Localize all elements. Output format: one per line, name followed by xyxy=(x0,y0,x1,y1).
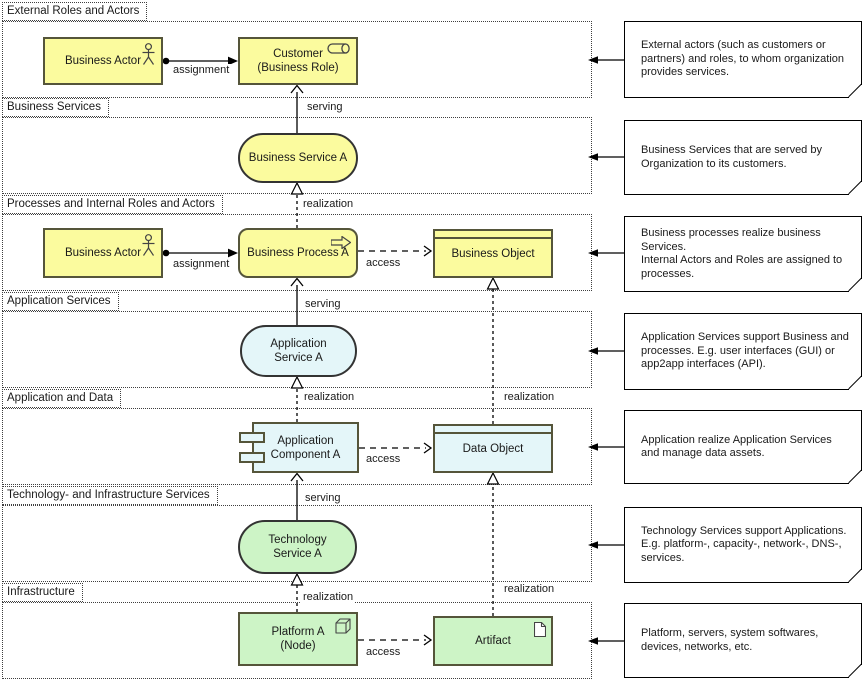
realization-label: realization xyxy=(502,583,557,595)
platform-node[interactable]: Platform A (Node) xyxy=(238,612,358,666)
layer-label-processes: Processes and Internal Roles and Actors xyxy=(2,195,223,214)
layer-label-infrastructure: Infrastructure xyxy=(2,583,83,602)
note-business-services[interactable]: Business Services that are served by Org… xyxy=(624,120,862,195)
note-technology-services[interactable]: Technology Services support Applications… xyxy=(624,507,862,583)
element-label: Business Service A xyxy=(248,152,348,164)
note-arrow-6 xyxy=(588,541,624,549)
note-processes[interactable]: Business processes realize business Serv… xyxy=(624,216,862,292)
technology-service[interactable]: Technology Service A xyxy=(238,520,357,574)
object-titlebar xyxy=(435,231,551,239)
note-arrow-7 xyxy=(588,637,624,645)
layer-label-application-data: Application and Data xyxy=(2,389,122,408)
note-arrow-5 xyxy=(588,443,624,451)
access-label: access xyxy=(364,453,403,465)
access-label: access xyxy=(364,257,403,269)
element-label: Business Actor xyxy=(64,55,142,67)
element-label: Application Service A xyxy=(270,338,327,364)
serving-label: serving xyxy=(303,492,343,504)
artifact[interactable]: Artifact xyxy=(433,616,553,666)
actor-icon xyxy=(142,43,155,65)
object-titlebar xyxy=(435,426,551,434)
layer-label-technology-services: Technology- and Infrastructure Services xyxy=(2,486,218,505)
note-arrow-3 xyxy=(588,249,624,257)
access-label: access xyxy=(364,646,403,658)
element-label: Customer (Business Role) xyxy=(257,48,339,74)
business-process[interactable]: Business Process A xyxy=(238,228,358,278)
note-application-services[interactable]: Application Services support Business an… xyxy=(624,313,862,390)
layer-label-business-services: Business Services xyxy=(2,98,109,117)
layer-label-application-services: Application Services xyxy=(2,292,119,311)
application-component[interactable]: Application Component A xyxy=(239,422,359,473)
note-application-data[interactable]: Application realize Application Services… xyxy=(624,410,862,484)
role-icon xyxy=(327,43,350,54)
note-infrastructure[interactable]: Platform, servers, system softwares, dev… xyxy=(624,603,862,678)
application-service[interactable]: Application Service A xyxy=(240,325,357,377)
serving-label: serving xyxy=(305,101,345,113)
node-cube-icon xyxy=(335,618,351,634)
realization-label: realization xyxy=(301,198,356,210)
element-label: Artifact xyxy=(475,635,511,647)
component-tab-icon xyxy=(239,452,265,463)
business-service[interactable]: Business Service A xyxy=(238,133,358,183)
business-actor-internal[interactable]: Business Actor xyxy=(43,228,163,278)
element-label: Business Actor xyxy=(64,247,142,259)
note-arrow-4 xyxy=(588,347,624,355)
layer-label-external-roles: External Roles and Actors xyxy=(2,2,148,21)
realization-label: realization xyxy=(301,591,356,603)
element-label: Business Object xyxy=(451,247,535,260)
component-tab-icon xyxy=(239,432,265,443)
artifact-page-icon xyxy=(534,622,546,637)
assignment-label: assignment xyxy=(171,258,232,270)
note-arrow-2 xyxy=(588,153,624,161)
element-label: Platform A (Node) xyxy=(271,626,325,652)
customer-business-role[interactable]: Customer (Business Role) xyxy=(238,37,358,85)
element-label: Application Component A xyxy=(270,434,341,461)
realization-label: realization xyxy=(502,391,557,403)
business-actor-external[interactable]: Business Actor xyxy=(43,37,163,85)
element-label: Business Process A xyxy=(247,247,349,259)
note-external-roles[interactable]: External actors (such as customers or pa… xyxy=(624,21,862,98)
assignment-label: assignment xyxy=(171,64,232,76)
element-label: Technology Service A xyxy=(268,534,327,560)
process-arrow-icon xyxy=(331,236,351,249)
serving-label: serving xyxy=(303,298,343,310)
element-label: Data Object xyxy=(462,442,524,455)
actor-icon xyxy=(142,234,155,256)
data-object[interactable]: Data Object xyxy=(433,424,553,473)
realization-label: realization xyxy=(302,391,357,403)
business-object[interactable]: Business Object xyxy=(433,229,553,278)
note-arrow-1 xyxy=(588,56,624,64)
